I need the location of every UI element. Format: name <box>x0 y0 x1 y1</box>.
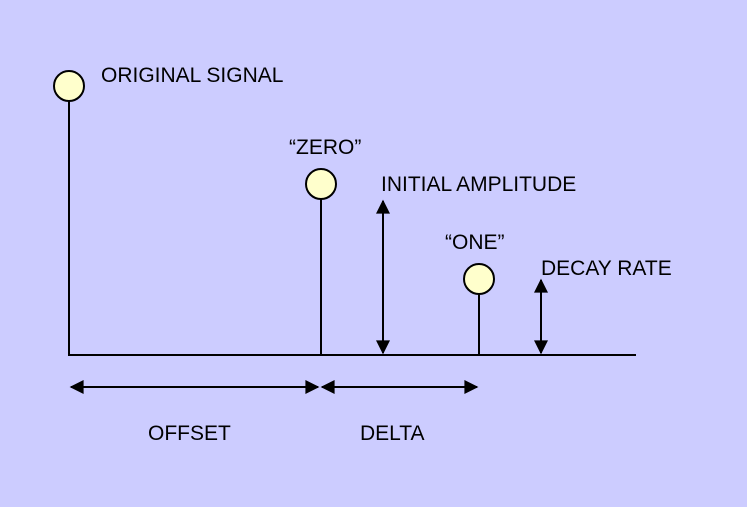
zero-echo-node <box>305 168 337 200</box>
one-label: “ONE” <box>445 231 505 254</box>
delta-label: DELTA <box>360 422 425 445</box>
original-signal-label: ORIGINAL SIGNAL <box>101 64 284 87</box>
initial-amplitude-label: INITIAL AMPLITUDE <box>381 173 577 196</box>
offset-label: OFFSET <box>148 422 231 445</box>
decay-rate-label: DECAY RATE <box>541 257 672 280</box>
original-signal-node <box>53 70 85 102</box>
one-echo-node <box>463 263 495 295</box>
zero-label: “ZERO” <box>289 136 362 159</box>
